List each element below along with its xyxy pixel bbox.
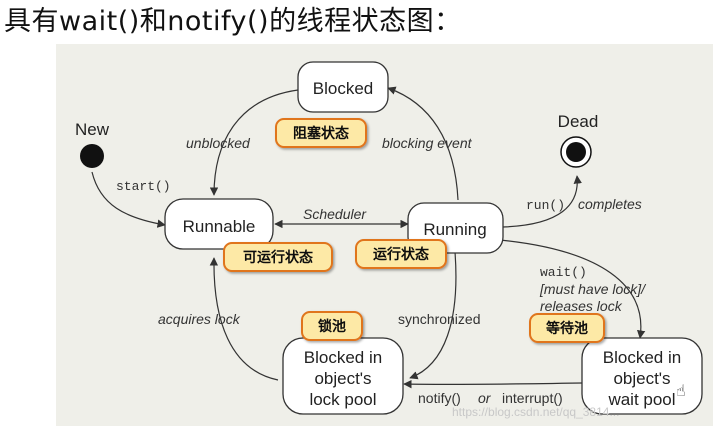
edge-synchronized	[409, 251, 457, 380]
edge-wait	[499, 239, 646, 339]
label-acquires-lock: acquires lock	[158, 311, 241, 327]
edge-blocking-event	[387, 86, 459, 201]
tag-running-text: 运行状态	[373, 246, 429, 263]
state-wait-pool-line2: object's	[613, 369, 670, 388]
label-wait-line1: wait()	[540, 265, 587, 280]
label-notify: notify()	[418, 390, 461, 406]
edge-notify	[403, 379, 583, 389]
label-or: or	[478, 390, 492, 406]
new-node-dot	[80, 144, 104, 168]
state-lock-pool: Blocked in object's lock pool	[282, 337, 404, 415]
hand-cursor-icon: ☝	[676, 381, 686, 400]
state-running-label: Running	[423, 220, 486, 239]
state-lock-pool-line2: object's	[314, 369, 371, 388]
label-scheduler: Scheduler	[303, 206, 367, 222]
tag-blocked-text: 阻塞状态	[293, 125, 349, 142]
tag-lock-pool-text: 锁池	[318, 318, 346, 335]
tag-lock-pool: 锁池	[301, 311, 363, 341]
tag-wait-pool: 等待池	[529, 313, 605, 343]
dead-node-dot	[566, 142, 586, 162]
state-runnable: Runnable	[164, 198, 274, 250]
state-wait-pool: Blocked in object's wait pool	[581, 337, 703, 415]
label-blocking-event: blocking event	[382, 135, 473, 151]
tag-wait-pool-text: 等待池	[546, 320, 588, 337]
state-lock-pool-line3: lock pool	[309, 390, 376, 409]
label-synchronized: synchronized	[398, 311, 481, 327]
state-blocked: Blocked	[297, 61, 389, 113]
state-new-label: New	[75, 120, 110, 139]
label-run: run()	[526, 198, 565, 213]
label-unblocked: unblocked	[186, 135, 251, 151]
state-wait-pool-line1: Blocked in	[603, 348, 681, 367]
tag-runnable-text: 可运行状态	[243, 249, 313, 266]
label-start: start()	[116, 179, 171, 194]
tag-running: 运行状态	[355, 239, 447, 269]
state-dead-label: Dead	[558, 112, 599, 131]
state-wait-pool-line3: wait pool	[607, 390, 675, 409]
watermark: https://blog.csdn.net/qq_3814...	[452, 405, 619, 419]
edge-unblocked	[209, 89, 299, 196]
edge-run-completes	[502, 175, 582, 228]
state-runnable-label: Runnable	[183, 217, 256, 236]
tag-blocked: 阻塞状态	[275, 118, 367, 148]
state-blocked-label: Blocked	[313, 79, 373, 98]
label-wait-line2: [must have lock]/	[539, 281, 647, 297]
page-title: 具有wait()和notify()的线程状态图：	[4, 6, 462, 37]
edge-start	[91, 171, 166, 228]
edge-acquires-lock	[209, 257, 279, 381]
tag-runnable: 可运行状态	[223, 242, 333, 272]
label-wait-line3: releases lock	[540, 298, 623, 314]
state-lock-pool-line1: Blocked in	[304, 348, 382, 367]
label-completes: completes	[578, 196, 642, 212]
label-interrupt: interrupt()	[502, 390, 563, 406]
